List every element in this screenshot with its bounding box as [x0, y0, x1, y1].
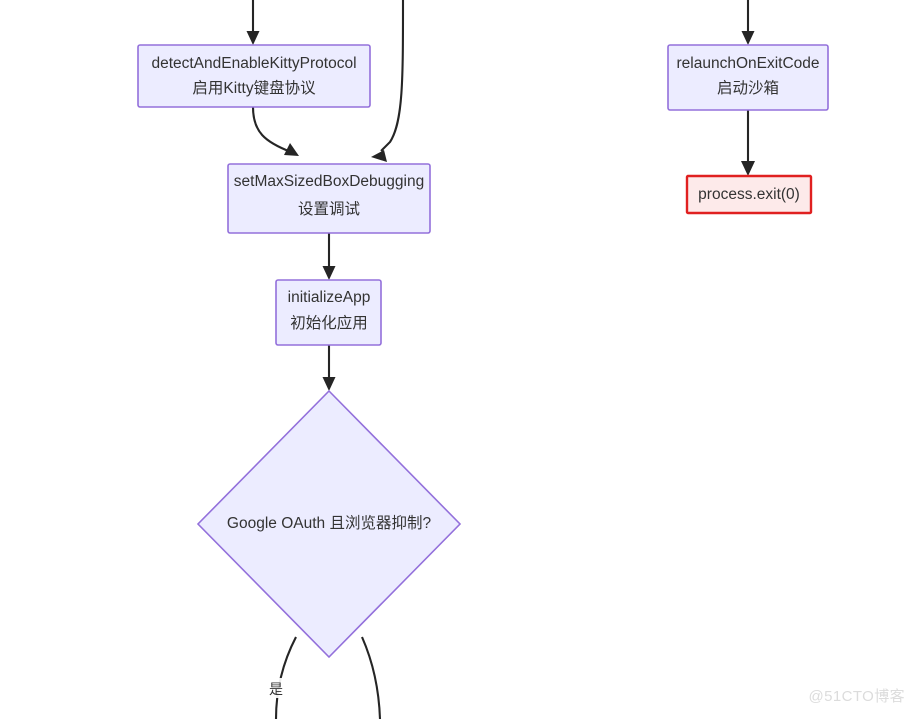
- node-label-line1: relaunchOnExitCode: [676, 55, 819, 72]
- arrow-head-icon: [284, 143, 299, 156]
- node-label-line1: process.exit(0): [698, 186, 800, 203]
- node-label-line2: 初始化应用: [290, 313, 368, 332]
- node-detect-and-enable-kitty-protocol[interactable]: detectAndEnableKittyProtocol 启用Kitty键盘协议: [137, 44, 371, 108]
- edge-top-to-setmax: [371, 0, 405, 162]
- arrow-head-icon: [741, 31, 755, 45]
- edge-label-text: 是: [269, 681, 283, 697]
- node-shape[interactable]: [137, 44, 371, 108]
- edge-path: [361, 636, 382, 719]
- node-shape[interactable]: [227, 163, 431, 234]
- node-shape[interactable]: [685, 174, 813, 215]
- node-oauth-decision[interactable]: Google OAuth 且浏览器抑制?: [196, 389, 462, 659]
- edge-oauth-other: [361, 636, 382, 719]
- edge-relaunch-to-exit: [741, 110, 755, 176]
- edge-label-background: [266, 678, 286, 698]
- node-shape[interactable]: [275, 279, 382, 346]
- node-shape[interactable]: [196, 389, 462, 659]
- edge-label-yes: 是: [266, 678, 286, 698]
- node-label-line1: Google OAuth 且浏览器抑制?: [227, 514, 432, 532]
- node-label-line2: 启用Kitty键盘协议: [192, 78, 316, 97]
- arrow-head-icon: [322, 266, 336, 280]
- edge-path: [251, 106, 292, 153]
- arrow-head-icon: [246, 31, 260, 45]
- edge-initapp-to-oauth: [322, 345, 336, 391]
- edge-oauth-yes: [274, 636, 297, 719]
- arrow-head-icon: [741, 161, 755, 176]
- node-shape[interactable]: [667, 44, 829, 111]
- edge-setmax-to-initapp: [322, 233, 336, 280]
- edge-top-to-relaunch: [741, 0, 755, 45]
- arrow-head-icon: [371, 150, 387, 162]
- node-label-line1: detectAndEnableKittyProtocol: [151, 55, 356, 72]
- node-label-line1: initializeApp: [288, 289, 371, 306]
- node-label-line2: 设置调试: [298, 200, 360, 218]
- arrow-head-icon: [322, 377, 336, 391]
- node-relaunch-on-exit-code[interactable]: relaunchOnExitCode 启动沙箱: [667, 44, 829, 111]
- node-set-max-sized-box-debugging[interactable]: setMaxSizedBoxDebugging 设置调试: [227, 163, 431, 234]
- edge-detect-to-setmax: [251, 106, 299, 156]
- edge-path: [380, 0, 405, 152]
- node-process-exit[interactable]: process.exit(0): [685, 174, 813, 215]
- edge-top-to-detect: [246, 0, 260, 45]
- node-label-line2: 启动沙箱: [717, 79, 779, 97]
- node-label-line1: setMaxSizedBoxDebugging: [234, 173, 424, 190]
- node-initialize-app[interactable]: initializeApp 初始化应用: [275, 279, 382, 346]
- watermark: @51CTO博客: [808, 688, 905, 705]
- edge-path: [274, 636, 297, 719]
